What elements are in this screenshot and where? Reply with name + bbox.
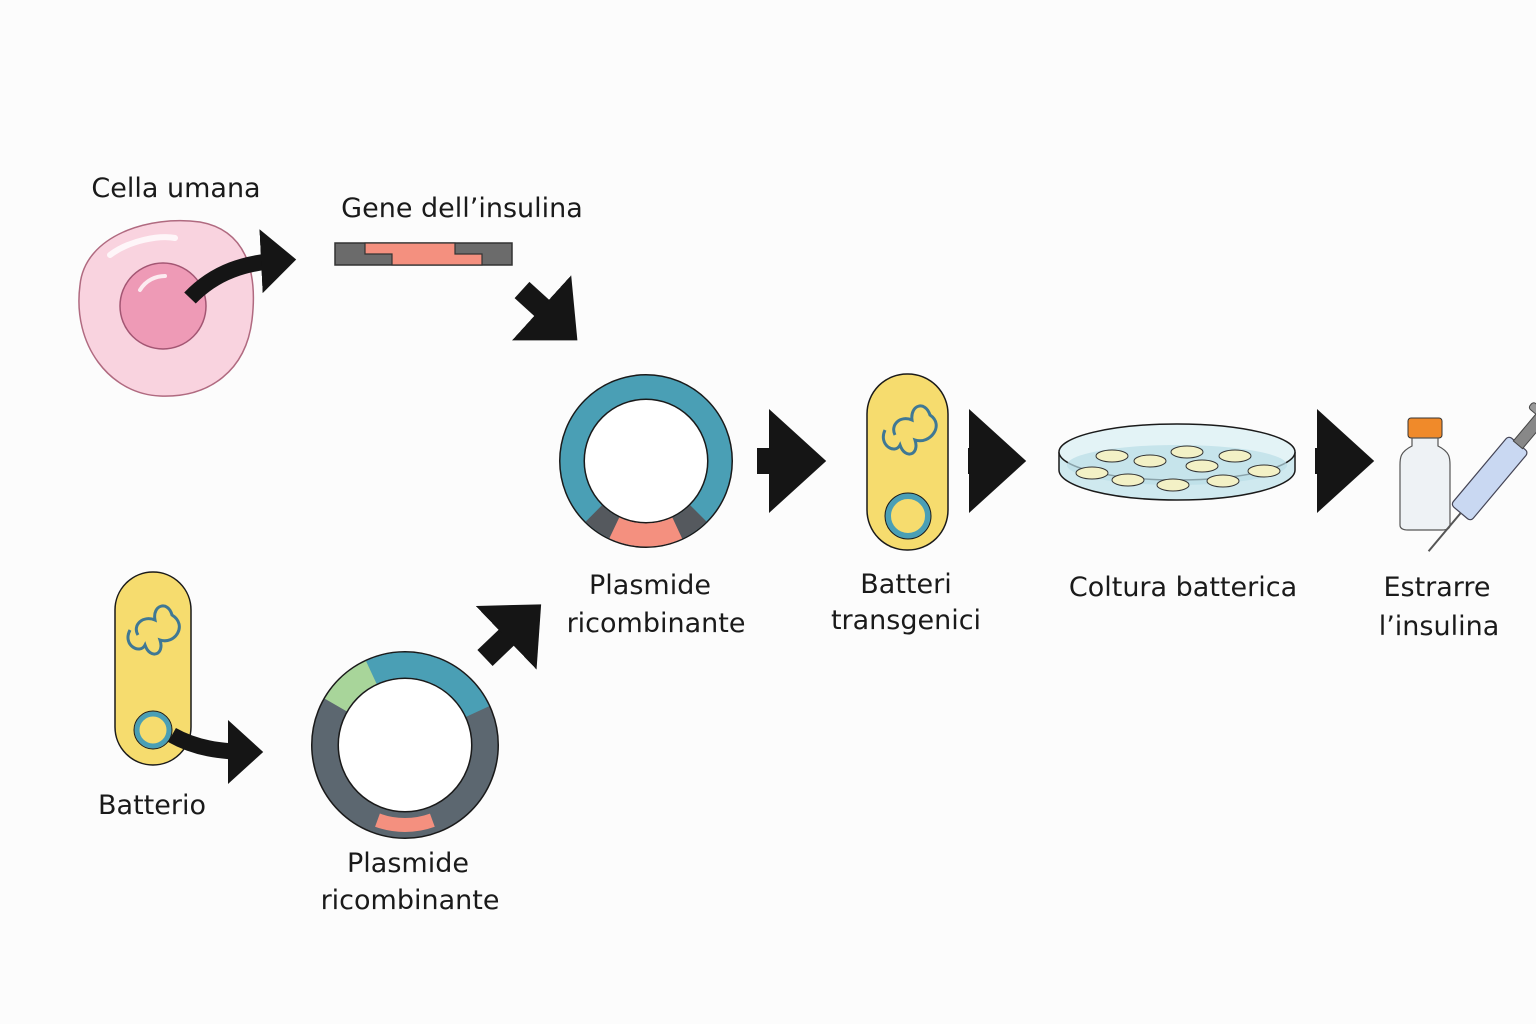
bacterium-icon	[114, 571, 192, 766]
syringe-icon	[1427, 402, 1536, 552]
label-recombinant-plasmid-top-1: Plasmide	[589, 570, 711, 601]
label-transgenic-bacteria-2: transgenici	[831, 605, 981, 636]
arrow-plasmid-bottom-to-top	[475, 604, 542, 670]
petri-dish-icon	[1058, 423, 1296, 501]
label-extract-insulin-1: Estrarre	[1383, 572, 1490, 603]
arrow-cell-to-gene	[184, 229, 297, 304]
label-recombinant-plasmid-bottom-2: ricombinante	[321, 885, 500, 916]
arrow-gene-to-plasmid	[511, 275, 578, 341]
arrow-bacterium-to-plasmid	[168, 719, 264, 784]
label-bacterium: Batterio	[98, 790, 206, 821]
label-extract-insulin-2: l’insulina	[1379, 611, 1500, 642]
recombinant-plasmid-icon	[559, 374, 733, 548]
insulin-gene-icon	[334, 242, 513, 266]
insulin-vial-icon	[1399, 417, 1451, 531]
label-human-cell: Cella umana	[91, 173, 260, 204]
transgenic-bacterium-icon	[866, 373, 949, 551]
label-insulin-gene: Gene dell’insulina	[341, 193, 583, 224]
human-cell-icon	[78, 219, 255, 397]
label-recombinant-plasmid-top-2: ricombinante	[567, 608, 746, 639]
label-bacterial-culture: Coltura batterica	[1069, 572, 1297, 603]
plasmid-bottom-icon	[311, 651, 499, 839]
label-transgenic-bacteria-1: Batteri	[860, 569, 951, 600]
label-recombinant-plasmid-bottom-1: Plasmide	[347, 848, 469, 879]
